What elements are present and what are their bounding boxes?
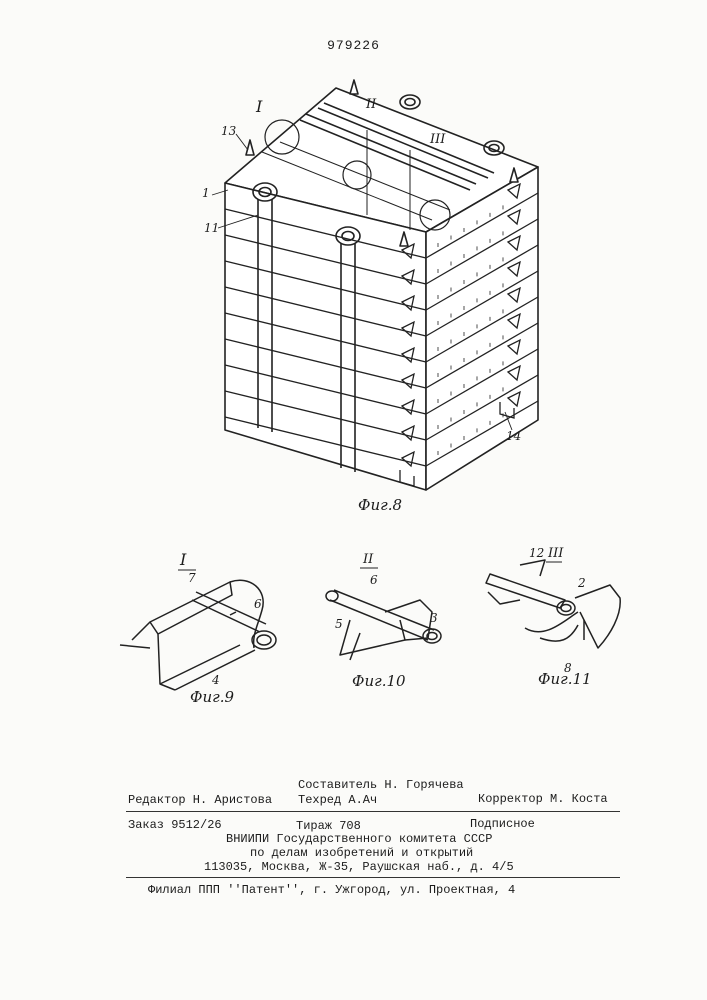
figure-8-drawing: I II III 13 1 11 14 Фиг.8 xyxy=(0,0,707,530)
imprint-rule-2 xyxy=(126,877,620,878)
figure-10-caption: Фиг.10 xyxy=(352,672,406,690)
imprint-address: 113035, Москва, Ж-35, Раушская наб., д. … xyxy=(204,860,514,874)
label-detail-2: II xyxy=(365,97,377,112)
imprint-editor: Редактор Н. Аристова xyxy=(128,793,272,807)
fig11-label-detail: III xyxy=(547,546,564,561)
imprint-order: Заказ 9512/26 xyxy=(128,818,222,832)
label-detail-3: III xyxy=(429,132,446,147)
imprint-circulation: Тираж 708 xyxy=(296,819,361,833)
fig9-label-4: 4 xyxy=(211,673,220,687)
imprint-compiler: Составитель Н. Горячева xyxy=(298,778,464,792)
figure-11-caption: Фиг.11 xyxy=(538,670,592,688)
fig10-label-detail: II xyxy=(362,552,374,567)
fig9-label-detail: I xyxy=(179,550,187,569)
fig10-label-5: 5 xyxy=(335,617,343,631)
figure-9-caption: Фиг.9 xyxy=(190,688,234,706)
imprint-rule-1 xyxy=(126,811,620,812)
fig10-label-3: 3 xyxy=(430,611,438,625)
fig11-label-2: 2 xyxy=(577,576,586,590)
front-face xyxy=(225,183,426,490)
fig9-label-7: 7 xyxy=(188,571,196,585)
imprint-org-line-2: по делам изобретений и открытий xyxy=(250,846,473,860)
imprint-corrector: Корректор М. Коста xyxy=(478,792,608,806)
imprint-branch: Филиал ППП ''Патент'', г. Ужгород, ул. П… xyxy=(148,883,515,897)
label-part-13: 13 xyxy=(221,124,237,138)
label-part-11: 11 xyxy=(204,221,219,235)
fig10-label-6: 6 xyxy=(370,573,378,587)
fig11-label-8: 8 xyxy=(564,661,572,675)
fig9-label-6: 6 xyxy=(254,597,262,611)
label-part-1: 1 xyxy=(202,186,210,200)
label-detail-1: I xyxy=(255,97,263,116)
fig11-label-12: 12 xyxy=(529,546,544,560)
imprint-org-line-1: ВНИИПИ Государственного комитета СССР xyxy=(226,832,492,846)
imprint-techred: Техред А.Ач xyxy=(298,793,377,807)
imprint-subscription: Подписное xyxy=(470,817,535,831)
figure-8-caption: Фиг.8 xyxy=(358,496,402,514)
label-part-14: 14 xyxy=(506,429,521,443)
